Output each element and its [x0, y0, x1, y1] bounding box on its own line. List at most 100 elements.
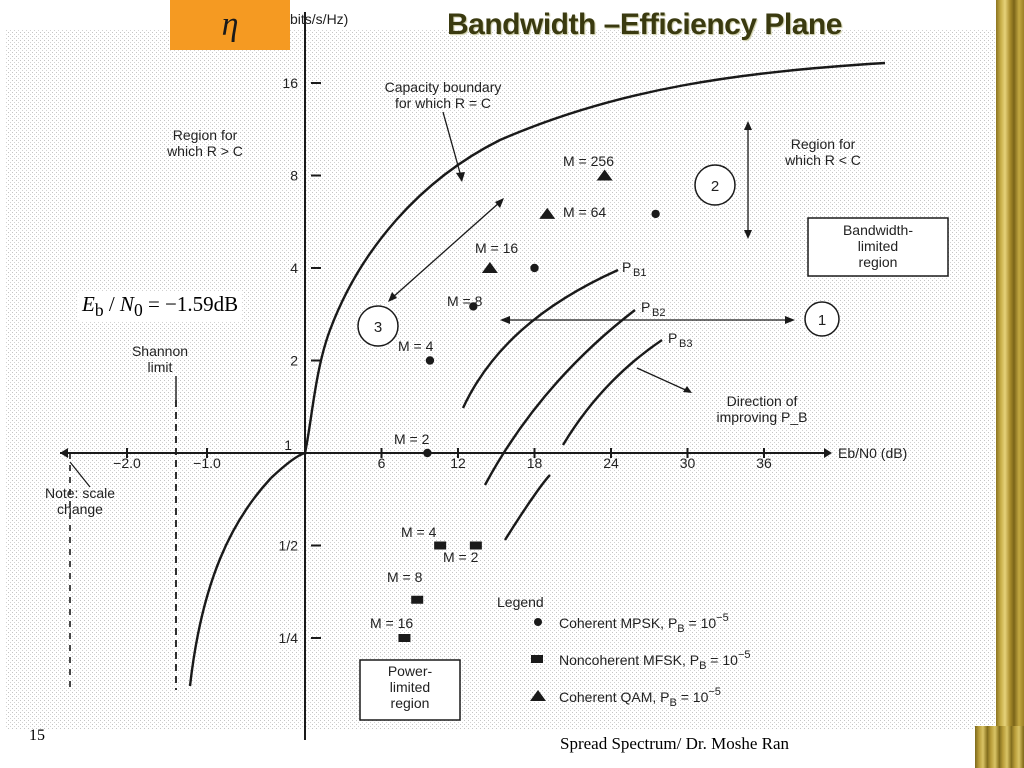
- footer-author: Spread Spectrum/ Dr. Moshe Ran: [560, 734, 789, 753]
- bandwidth-limited-box: [807, 217, 949, 277]
- point-label: M = 16: [475, 240, 518, 256]
- eta-symbol-box: η: [170, 0, 290, 50]
- power-limited-label-line-1: Power-: [388, 663, 433, 679]
- pb1-label: P: [622, 259, 631, 275]
- bandwidth-limited-label-line-2: limited: [858, 238, 898, 254]
- scale-note-label-line-2: change: [57, 501, 103, 517]
- pb2-curve: [483, 309, 636, 486]
- pb2-curve-lower: [503, 474, 551, 541]
- scale-note-label-line-1: Note: scale: [45, 485, 115, 501]
- pb3-curve: [561, 339, 663, 446]
- x-tick-label: 6: [378, 455, 386, 471]
- decorative-stripe: [996, 0, 1024, 768]
- mfsk-point: [398, 634, 411, 642]
- scale-change-pointer: [69, 461, 91, 488]
- circle-2: [694, 164, 736, 206]
- y-tick-label: 16: [282, 75, 298, 91]
- region-lt-arrow-bottom: [744, 230, 752, 239]
- point-label: M = 2: [443, 549, 479, 565]
- power-limited-label-line-3: region: [391, 695, 430, 711]
- point-label: M = 8: [387, 569, 423, 585]
- direction-label-line-2: improving P_B: [716, 409, 807, 425]
- y-tick-label: 4: [290, 260, 298, 276]
- legend-item-3: Coherent QAM, PB = 10−5: [559, 686, 721, 709]
- pb3-label: P: [668, 330, 677, 346]
- point-label: M = 8: [447, 293, 483, 309]
- x-axis-left-arrow: [60, 448, 68, 458]
- qam-point: [596, 169, 613, 181]
- power-limited-label-line-2: limited: [390, 679, 430, 695]
- qam-point: [481, 262, 498, 273]
- arrow-3-head-low: [388, 292, 397, 302]
- x-axis-right-arrow: [824, 448, 832, 458]
- capacity-boundary-label-line-1: Capacity boundary: [385, 79, 502, 95]
- legend-qam-marker: [530, 690, 546, 701]
- pb2-label-sub: B2: [652, 307, 665, 319]
- arrow-1-head-left: [500, 316, 510, 324]
- direction-pointer: [636, 367, 691, 393]
- pb1-label-sub: B1: [633, 267, 646, 279]
- decorative-corner: [975, 726, 1024, 768]
- x-tick-label: 36: [756, 455, 772, 471]
- capacity-boundary-label-line-2: for which R = C: [395, 95, 491, 111]
- shannon-formula: Eb / N0 = −1.59dB: [78, 292, 243, 322]
- mfsk-point: [434, 541, 447, 550]
- x-tick-label: 12: [450, 455, 466, 471]
- x-tick-label: 18: [527, 455, 543, 471]
- y-tick-label: 1/4: [279, 630, 299, 646]
- shannon-limit-label-line-2: limit: [148, 359, 173, 375]
- formula-eb-sub: b: [94, 300, 104, 321]
- arrow-3-head-high: [495, 198, 504, 208]
- pb1-curve: [461, 268, 619, 409]
- x-tick-label: −1.0: [193, 455, 221, 471]
- region-lt-label-line-1: Region for: [791, 136, 856, 152]
- mpsk-point: [469, 302, 478, 311]
- capacity-boundary-curve: [270, 61, 886, 479]
- legend-mfsk-marker: [531, 655, 543, 663]
- dotted-plot-background: [5, 30, 995, 730]
- x-tick-label: 24: [603, 455, 619, 471]
- circle-2-label: 2: [711, 178, 719, 195]
- slide-title: Bandwidth –Efficiency Plane: [447, 8, 842, 41]
- direction-pointer-head: [683, 386, 692, 393]
- bandwidth-limited-label-line-3: region: [859, 254, 898, 270]
- circle-3-label: 3: [374, 319, 382, 336]
- mpsk-point: [423, 448, 432, 458]
- formula-slash: /: [103, 292, 120, 316]
- power-limited-box: [359, 659, 461, 721]
- region-lt-arrow-top: [744, 121, 752, 130]
- circle-3: [357, 305, 399, 347]
- point-label: M = 16: [370, 615, 413, 631]
- x-tick-label: −2.0: [113, 455, 141, 471]
- capacity-boundary-lower: [188, 477, 272, 687]
- y-tick-label: 1: [284, 437, 292, 453]
- bandwidth-limited-label-line-1: Bandwidth-: [843, 222, 913, 238]
- mpsk-point: [530, 263, 539, 273]
- formula-eb: E: [82, 292, 95, 316]
- mpsk-point: [425, 356, 435, 365]
- mpsk-point: [651, 209, 660, 219]
- point-label: M = 64: [563, 204, 606, 220]
- legend-title: Legend: [497, 594, 544, 610]
- formula-n0-sub: 0: [133, 300, 143, 321]
- y-tick-label: 2: [290, 353, 298, 369]
- point-label: M = 4: [401, 524, 437, 540]
- region-gt-label-line-2: which R > C: [166, 143, 243, 159]
- capacity-pointer-head: [456, 172, 465, 182]
- point-label: M = 4: [398, 338, 434, 354]
- y-axis-label: bits/s/Hz): [290, 11, 348, 27]
- circle-1: [804, 301, 840, 337]
- region-lt-label-line-2: which R < C: [784, 152, 861, 168]
- formula-value: = −1.59dB: [142, 292, 239, 316]
- eta-symbol: η: [221, 6, 239, 43]
- legend-mpsk-marker: [534, 618, 542, 626]
- point-label: M = 2: [394, 431, 430, 447]
- shannon-limit-label-line-1: Shannon: [132, 343, 188, 359]
- pb3-label-sub: B3: [679, 338, 692, 350]
- point-label: M = 256: [563, 153, 614, 169]
- qam-point: [539, 207, 556, 219]
- direction-label-line-1: Direction of: [727, 393, 798, 409]
- capacity-pointer: [442, 111, 463, 181]
- x-axis-label: Eb/N0 (dB): [838, 445, 907, 461]
